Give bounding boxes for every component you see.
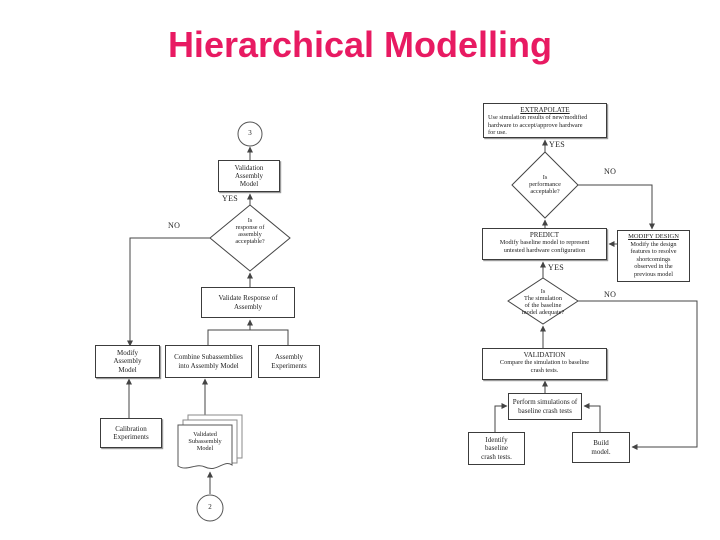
wire-build-to-perform — [583, 403, 601, 432]
modify-design-title: MODIFY DESIGN — [628, 233, 679, 240]
decision-diamond-simulation — [507, 277, 579, 325]
connector-circle-bottom-label: 2 — [208, 503, 212, 511]
combine-subassemblies-box: Combine Subassemblies into Assembly Mode… — [165, 345, 252, 378]
identify-baseline-box: Identify baseline crash tests. — [468, 432, 525, 465]
validation-title: VALIDATION — [523, 351, 566, 359]
calibration-experiments-label: Calibration Experiments — [113, 424, 149, 441]
identify-baseline-label: Identify baseline crash tests. — [481, 436, 512, 461]
validate-response-box: Validate Response of Assembly — [201, 287, 295, 318]
combine-subassemblies-label: Combine Subassemblies into Assembly Mode… — [174, 353, 243, 370]
page-title: Hierarchical Modelling — [167, 24, 553, 65]
validation-box: VALIDATION Compare the simulation to bas… — [482, 348, 607, 380]
extrapolate-title: EXTRAPOLATE — [520, 106, 570, 114]
connector-circle-top — [237, 121, 263, 147]
wire-no-to-modify-design — [578, 184, 655, 230]
decision-diamond-performance — [511, 151, 579, 219]
yes-label-left: YES — [222, 194, 239, 203]
connector-circle-bottom — [196, 494, 224, 522]
wire-no-to-build-model — [578, 300, 698, 450]
validation-assembly-model-box: Validation Assembly Model — [218, 160, 280, 192]
modify-design-box: MODIFY DESIGN Modify the design features… — [617, 230, 690, 282]
assembly-experiments-box: Assembly Experiments — [258, 345, 320, 378]
build-model-box: Build model. — [572, 432, 630, 463]
no-label-simulation: NO — [604, 290, 617, 299]
validation-assembly-model-label: Validation Assembly Model — [234, 163, 264, 189]
build-model-label: Build model. — [591, 439, 611, 456]
modify-assembly-model-label: Modify Assembly Model — [113, 349, 142, 374]
predict-title: PREDICT — [529, 231, 560, 239]
performance-acceptable-question: Is performance acceptable? — [529, 174, 561, 196]
yes-label-simulation: YES — [548, 263, 565, 272]
assembly-acceptable-question: Is response of assembly acceptable? — [235, 217, 265, 246]
validation-body: Compare the simulation to baseline crash… — [499, 359, 590, 374]
modify-assembly-model-box: Modify Assembly Model — [95, 345, 160, 378]
yes-label-performance: YES — [549, 140, 566, 149]
simulation-adequate-question: Is The simulation of the baseline model … — [521, 288, 565, 317]
validate-response-label: Validate Response of Assembly — [218, 294, 278, 311]
modify-design-body: Modify the design features to resolve sh… — [630, 240, 677, 278]
validated-subassembly-model-label: Validated Subassembly Model — [188, 431, 222, 453]
calibration-experiments-box: Calibration Experiments — [100, 418, 162, 448]
decision-diamond-assembly — [209, 204, 291, 272]
document-stack-front — [177, 424, 233, 469]
extrapolate-box: EXTRAPOLATE Use simulation results of ne… — [483, 103, 607, 138]
perform-simulations-label: Perform simulations of baseline crash te… — [512, 398, 578, 415]
perform-simulations-box: Perform simulations of baseline crash te… — [508, 393, 582, 420]
no-label-performance: NO — [604, 167, 617, 176]
predict-body: Modify baseline model to represent untes… — [499, 239, 590, 254]
no-label-left: NO — [168, 221, 181, 230]
assembly-experiments-label: Assembly Experiments — [271, 353, 307, 370]
connector-circle-top-label: 3 — [248, 129, 252, 137]
wire-merge-junction — [207, 329, 289, 345]
predict-box: PREDICT Modify baseline model to represe… — [482, 228, 607, 260]
wire-no-to-modify-assembly — [127, 237, 210, 347]
extrapolate-body: Use simulation results of new/modified h… — [488, 114, 588, 137]
wire-identify-to-perform — [494, 403, 508, 432]
